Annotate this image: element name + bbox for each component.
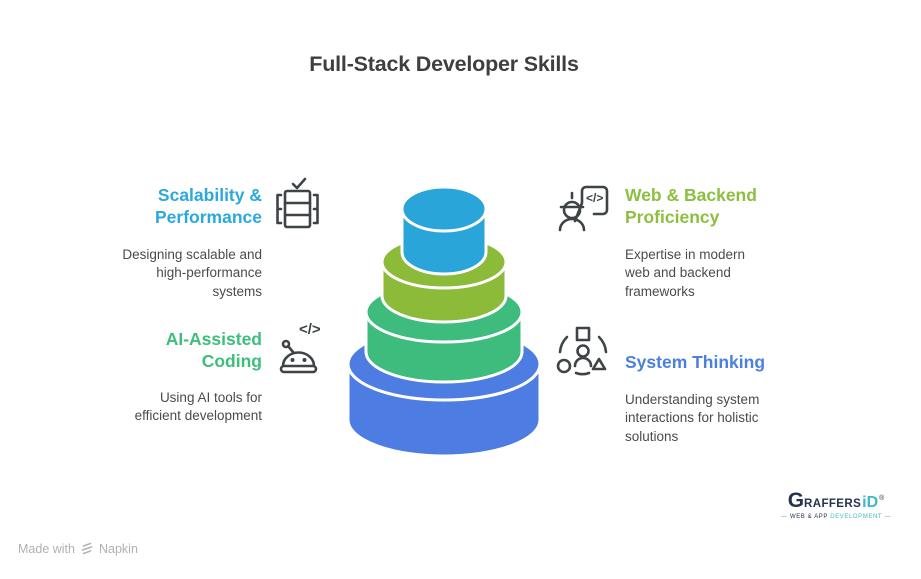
skill-description-line: Designing scalable and <box>122 247 262 262</box>
svg-text:</>: </> <box>299 321 321 338</box>
stack-tiers <box>346 185 542 458</box>
stack-tier-bottom <box>346 326 542 458</box>
made-with-label: Made with <box>18 542 75 556</box>
skill-description-line: efficient development <box>134 408 262 424</box>
skill-heading-line: Scalability & <box>157 185 262 205</box>
skill-heading-scalability: Scalability & Performance <box>92 184 262 228</box>
logo-letters-raffers: RAFFERS <box>804 498 862 510</box>
skill-heading-line: AI-Assisted <box>165 329 262 349</box>
skill-heading-line: Proficiency <box>625 207 720 228</box>
stack-tier-top <box>400 185 488 276</box>
logo-letters-id: iD <box>862 494 879 511</box>
skill-heading-system-thinking: System Thinking <box>625 351 815 373</box>
skill-heading-line: Coding <box>201 351 262 372</box>
tagline-web-app: WEB & APP <box>789 514 828 520</box>
page-title: Full-Stack Developer Skills <box>309 52 579 76</box>
skill-heading-line: System Thinking <box>625 352 766 372</box>
skill-description-line: solutions <box>625 428 679 444</box>
robot-code-icon: </> <box>272 316 334 378</box>
made-with-napkin: Made with Napkin <box>18 542 138 556</box>
napkin-label: Napkin <box>98 542 138 556</box>
graffersid-tagline: — WEB & APP DEVELOPMENT — <box>776 514 896 520</box>
svg-text:</>: </> <box>586 191 603 205</box>
skill-description-line: interactions for holistic <box>625 410 759 426</box>
registered-mark: ® <box>879 495 885 502</box>
stack-tier-third <box>380 234 508 324</box>
skill-description-line: high-performance <box>156 265 262 281</box>
skill-heading-line: Performance <box>155 207 262 228</box>
tagline-development: DEVELOPMENT <box>830 514 883 520</box>
napkin-logo-icon <box>81 542 93 555</box>
stack-tier-second <box>364 280 524 384</box>
skill-description-system-thinking: Understanding system interactions for ho… <box>625 391 810 446</box>
skill-description-line: web and backend <box>625 265 731 281</box>
skill-heading-web-backend: Web & Backend Proficiency <box>625 184 795 228</box>
skill-description-scalability: Designing scalable and high-performance … <box>92 246 262 301</box>
system-shapes-icon <box>552 322 614 384</box>
logo-letter-g: G <box>787 489 805 512</box>
skill-description-line: Expertise in modern <box>625 247 746 262</box>
tagline-dash: — <box>781 514 788 520</box>
skill-description-line: frameworks <box>625 283 695 299</box>
tagline-dash: — <box>884 514 891 520</box>
skill-description-ai-coding: Using AI tools for efficient development <box>97 389 262 426</box>
server-check-icon <box>268 174 328 234</box>
skill-description-line: systems <box>212 283 262 299</box>
skill-description-web-backend: Expertise in modern web and backend fram… <box>625 246 785 301</box>
skill-heading-line: Web & Backend <box>625 185 757 205</box>
skill-description-line: Using AI tools for <box>159 390 262 405</box>
skill-description-line: Understanding system <box>625 392 760 407</box>
skill-heading-ai-coding: AI-Assisted Coding <box>142 328 262 372</box>
engineer-code-document-icon: </> <box>554 174 616 236</box>
